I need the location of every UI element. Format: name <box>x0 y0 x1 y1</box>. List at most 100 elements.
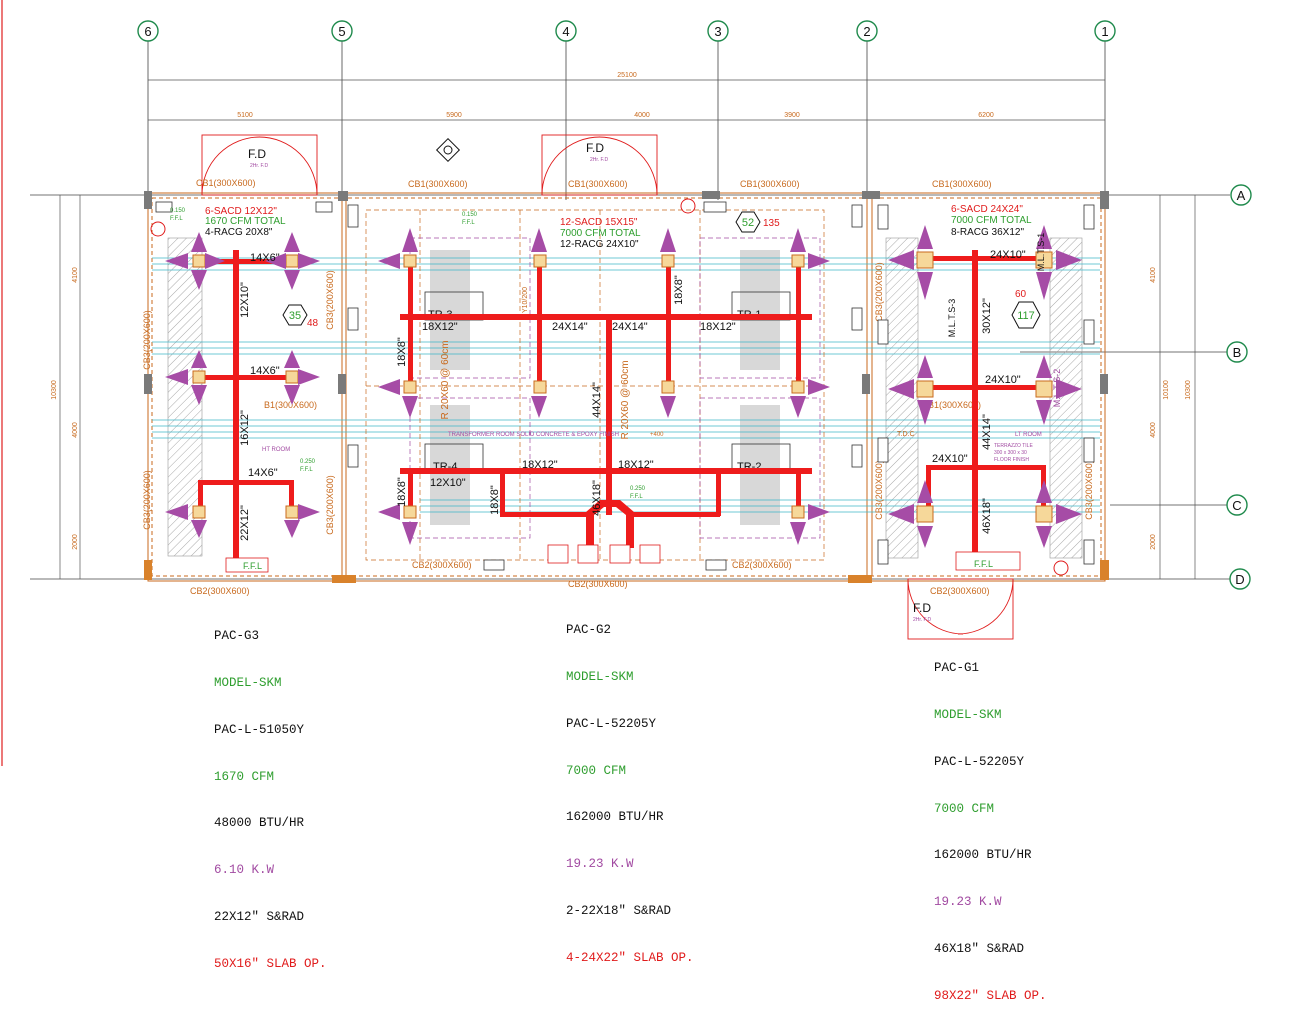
svg-text:CB1(300X600): CB1(300X600) <box>408 179 468 189</box>
svg-text:6-SACD 24X24": 6-SACD 24X24" <box>951 204 1023 215</box>
svg-text:CB2(300X600): CB2(300X600) <box>732 560 792 570</box>
pac-g2-unit: PAC-L-52205Y <box>566 716 657 731</box>
fire-door-labels: F.D 2Hr. F.D F.D 2Hr. F.D F.D 2Hr. F.D <box>248 141 931 623</box>
schedule-pac-g3: PAC-G3 MODEL-SKM PAC-L-51050Y 1670 CFM 4… <box>214 598 327 988</box>
svg-text:4-RACG 20X8": 4-RACG 20X8" <box>205 227 273 238</box>
svg-text:46X18": 46X18" <box>981 498 993 534</box>
svg-text:52: 52 <box>742 217 754 229</box>
svg-text:300 x 300 x 30: 300 x 300 x 30 <box>994 450 1027 456</box>
dimensions-right: 10300 10100 4100 4000 2000 <box>1150 195 1196 579</box>
grid-bubble-4: 4 <box>555 20 577 42</box>
svg-text:TERRAZZO TILE: TERRAZZO TILE <box>994 443 1033 449</box>
svg-text:12-SACD 15X15": 12-SACD 15X15" <box>560 217 638 228</box>
svg-text:3: 3 <box>714 24 721 39</box>
pac-g2-sad: 2-22X18" S&RAD <box>566 903 672 918</box>
svg-text:TRANSFORMER ROOM SOLID CONCRET: TRANSFORMER ROOM SOLID CONCRETE & EPOXY … <box>448 432 619 438</box>
svg-text:CB2(300X600): CB2(300X600) <box>412 560 472 570</box>
left-room-labels: 6-SACD 12X12" 1670 CFM TOTAL 4-RACG 20X8… <box>170 206 319 571</box>
middle-room-labels: 12-SACD 15X15" 7000 CFM TOTAL 12-RACG 24… <box>396 211 780 516</box>
svg-text:1: 1 <box>1101 24 1108 39</box>
svg-text:60: 60 <box>1015 289 1027 300</box>
svg-text:CB1(300X600): CB1(300X600) <box>568 179 628 189</box>
svg-text:+400: +400 <box>650 432 664 438</box>
svg-text:18X8": 18X8" <box>489 485 501 515</box>
svg-text:CB3(200X600): CB3(200X600) <box>142 310 152 370</box>
svg-text:2000: 2000 <box>72 534 79 550</box>
svg-text:8-RACG 36X12": 8-RACG 36X12" <box>951 227 1024 238</box>
svg-text:4000: 4000 <box>634 112 650 119</box>
svg-text:7000 CFM TOTAL: 7000 CFM TOTAL <box>560 228 641 239</box>
svg-text:12X10": 12X10" <box>239 282 251 318</box>
svg-text:F.D: F.D <box>913 601 931 615</box>
svg-text:B1(300X600): B1(300X600) <box>264 400 317 410</box>
svg-text:R 20X60 @ 60cm: R 20X60 @ 60cm <box>620 360 631 439</box>
svg-text:4: 4 <box>562 24 569 39</box>
pac-g1-name: PAC-G1 <box>934 661 980 676</box>
schedule-pac-g1: PAC-G1 MODEL-SKM PAC-L-52205Y 7000 CFM 1… <box>934 630 1047 1020</box>
supply-ducts <box>198 250 1046 560</box>
pac-g3-model: MODEL-SKM <box>214 675 282 690</box>
svg-text:35: 35 <box>289 310 301 322</box>
svg-text:6: 6 <box>144 24 151 39</box>
svg-text:D: D <box>1235 572 1244 587</box>
svg-text:18X8": 18X8" <box>673 275 685 305</box>
svg-text:135: 135 <box>763 218 780 229</box>
svg-text:4000: 4000 <box>1150 422 1157 438</box>
hatched-areas <box>167 237 1083 559</box>
svg-text:4100: 4100 <box>1150 267 1157 283</box>
svg-text:5100: 5100 <box>237 112 253 119</box>
pac-g3-kw: 6.10 K.W <box>214 863 275 878</box>
svg-text:CB3(200X600): CB3(200X600) <box>874 460 884 520</box>
svg-text:CB1(300X600): CB1(300X600) <box>932 179 992 189</box>
svg-text:44X14": 44X14" <box>591 382 603 418</box>
structural-columns <box>144 191 1109 583</box>
pac-g1-model: MODEL-SKM <box>934 707 1002 722</box>
column-bubbles: 6 5 4 3 2 1 <box>137 20 1116 42</box>
hvac-floor-plan: 6 5 4 3 2 1 A B C D 25100 5100 5900 4000… <box>1 0 1252 766</box>
grid-bubble-3: 3 <box>707 20 729 42</box>
pac-g1-unit: PAC-L-52205Y <box>934 754 1025 769</box>
svg-text:F.F.L: F.F.L <box>170 216 183 222</box>
svg-text:6-SACD 12X12": 6-SACD 12X12" <box>205 206 277 217</box>
svg-text:M.L.T.S-3: M.L.T.S-3 <box>947 299 957 338</box>
svg-text:44X14": 44X14" <box>981 414 993 450</box>
pac-g1-btu: 162000 BTU/HR <box>934 848 1032 863</box>
svg-text:F.F.L: F.F.L <box>974 559 993 569</box>
svg-text:2Hr. F.D: 2Hr. F.D <box>250 163 268 169</box>
svg-text:0.250: 0.250 <box>630 486 646 492</box>
svg-text:4000: 4000 <box>72 422 79 438</box>
svg-text:F.D: F.D <box>248 147 266 161</box>
fire-doors <box>201 134 1014 640</box>
svg-text:0.150: 0.150 <box>170 208 186 214</box>
svg-text:0.250: 0.250 <box>300 459 316 465</box>
svg-text:10300: 10300 <box>51 380 58 400</box>
svg-text:Y10/200: Y10/200 <box>522 287 529 313</box>
svg-text:14X6": 14X6" <box>250 252 280 264</box>
svg-text:CB3(200X600): CB3(200X600) <box>325 270 335 330</box>
door-markers <box>150 198 1069 576</box>
svg-text:F.F.L: F.F.L <box>300 467 313 473</box>
pac-g1-slab: 98X22" SLAB OP. <box>934 988 1047 1003</box>
svg-text:4100: 4100 <box>72 267 79 283</box>
pac-g2-btu: 162000 BTU/HR <box>566 810 664 825</box>
svg-text:5: 5 <box>338 24 345 39</box>
svg-text:24X14": 24X14" <box>612 321 648 333</box>
svg-text:18X12": 18X12" <box>700 321 736 333</box>
pac-g3-cfm: 1670 CFM <box>214 769 275 784</box>
svg-text:46X18": 46X18" <box>591 480 603 516</box>
svg-text:CB2(300X600): CB2(300X600) <box>568 579 628 589</box>
svg-text:25100: 25100 <box>617 72 637 79</box>
grid-bubble-A: A <box>1230 184 1252 206</box>
svg-text:24X14": 24X14" <box>552 321 588 333</box>
svg-text:24X10": 24X10" <box>990 249 1026 261</box>
svg-text:2Hr. F.D: 2Hr. F.D <box>590 157 608 163</box>
svg-text:F.F.L: F.F.L <box>630 494 643 500</box>
dimensions-left: 10300 4100 4000 2000 <box>51 195 81 579</box>
svg-text:F.D: F.D <box>586 141 604 155</box>
svg-text:14X6": 14X6" <box>248 467 278 479</box>
pac-g2-model: MODEL-SKM <box>566 669 634 684</box>
svg-text:LT ROOM: LT ROOM <box>1015 432 1042 438</box>
svg-text:3900: 3900 <box>784 112 800 119</box>
grid-bubble-2: 2 <box>856 20 878 42</box>
dimensions-top: 25100 5100 5900 4000 3900 6200 <box>148 72 1105 121</box>
